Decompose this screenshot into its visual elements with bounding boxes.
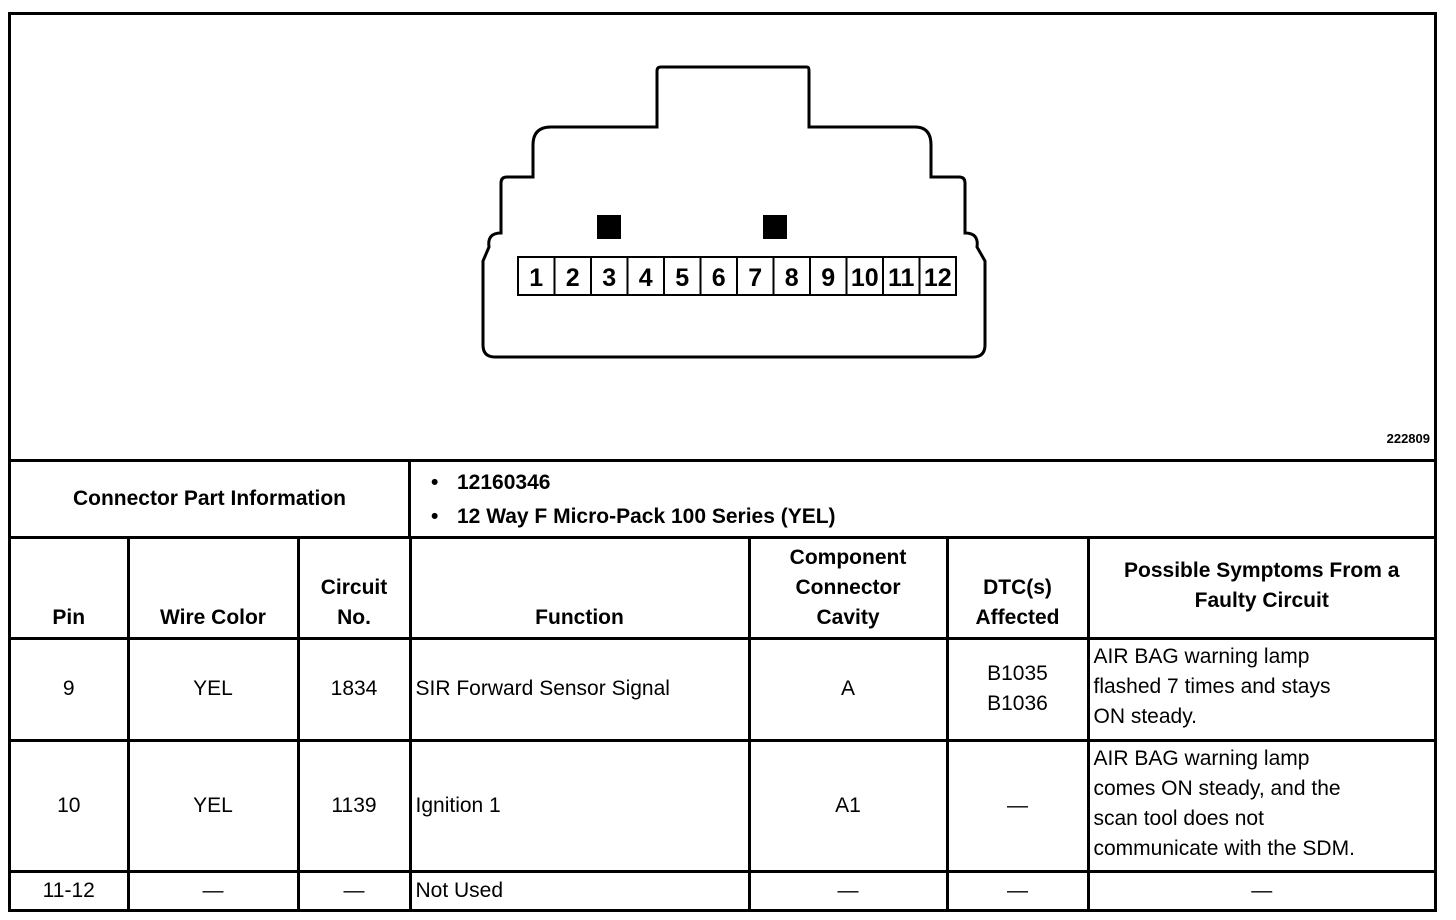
cell-circuit: 1139: [296, 738, 412, 873]
header-function: Function: [408, 536, 751, 640]
pin-cavity-12: [918, 256, 957, 296]
cell-pin: 9: [11, 636, 130, 742]
table-header-row: Pin Wire Color Circuit No. Function Comp…: [11, 536, 1434, 640]
pinout-table: Pin Wire Color Circuit No. Function Comp…: [11, 536, 1434, 909]
pin-label-9: 9: [821, 264, 835, 292]
header-symptoms: Possible Symptoms From a Faulty Circuit: [1086, 536, 1434, 640]
part-number: 12160346: [431, 468, 1434, 502]
part-description: 12 Way F Micro-Pack 100 Series (YEL): [431, 502, 1434, 536]
header-circuit-no: Circuit No.: [296, 536, 412, 640]
pin-label-6: 6: [712, 264, 726, 292]
cell-symptoms: —: [1086, 869, 1434, 909]
cell-pin: 11-12: [11, 869, 130, 909]
pin-label-7: 7: [748, 264, 762, 292]
cell-circuit: 1834: [296, 636, 412, 742]
cell-cavity: —: [747, 869, 949, 909]
pin-label-8: 8: [785, 264, 799, 292]
cell-cavity: A1: [747, 738, 949, 873]
cell-wire-color: YEL: [126, 636, 300, 742]
cell-circuit: —: [296, 869, 412, 909]
cell-dtc: —: [945, 869, 1090, 909]
header-dtc: DTC(s) Affected: [945, 536, 1090, 640]
cell-function: Not Used: [408, 869, 751, 909]
cell-symptoms: AIR BAG warning lamp comes ON steady, an…: [1086, 738, 1434, 873]
table-row: 11-12 — — Not Used — — —: [11, 869, 1434, 909]
pin-label-3: 3: [602, 264, 616, 292]
header-pin: Pin: [11, 536, 130, 640]
pin-label-2: 2: [566, 264, 580, 292]
cell-function: SIR Forward Sensor Signal: [408, 636, 751, 742]
pin-label-12: 12: [924, 264, 952, 292]
table-row: 9 YEL 1834 SIR Forward Sensor Signal A B…: [11, 636, 1434, 742]
header-cavity: Component Connector Cavity: [747, 536, 949, 640]
key-square-right: [763, 215, 787, 239]
pin-label-5: 5: [675, 264, 689, 292]
connector-part-information: Connector Part Information 12160346 12 W…: [11, 459, 1434, 539]
pin-label-10: 10: [851, 264, 879, 292]
cell-wire-color: YEL: [126, 738, 300, 873]
cell-function: Ignition 1: [408, 738, 751, 873]
cell-cavity: A: [747, 636, 949, 742]
cell-dtc: B1035 B1036: [945, 636, 1090, 742]
pin-label-4: 4: [639, 264, 653, 292]
cell-dtc: —: [945, 738, 1090, 873]
header-wire-color: Wire Color: [126, 536, 300, 640]
pin-label-11: 11: [888, 264, 915, 292]
cell-pin: 10: [11, 738, 130, 873]
connector-housing-outline: [481, 65, 987, 359]
key-square-left: [597, 215, 621, 239]
cell-wire-color: —: [126, 869, 300, 909]
part-info-label: Connector Part Information: [11, 462, 411, 536]
cell-symptoms: AIR BAG warning lamp flashed 7 times and…: [1086, 636, 1434, 742]
table-row: 10 YEL 1139 Ignition 1 A1 — AIR BAG warn…: [11, 738, 1434, 873]
part-info-list: 12160346 12 Way F Micro-Pack 100 Series …: [411, 462, 1434, 536]
pin-label-1: 1: [529, 264, 543, 292]
figure-id: 222809: [1386, 431, 1430, 446]
